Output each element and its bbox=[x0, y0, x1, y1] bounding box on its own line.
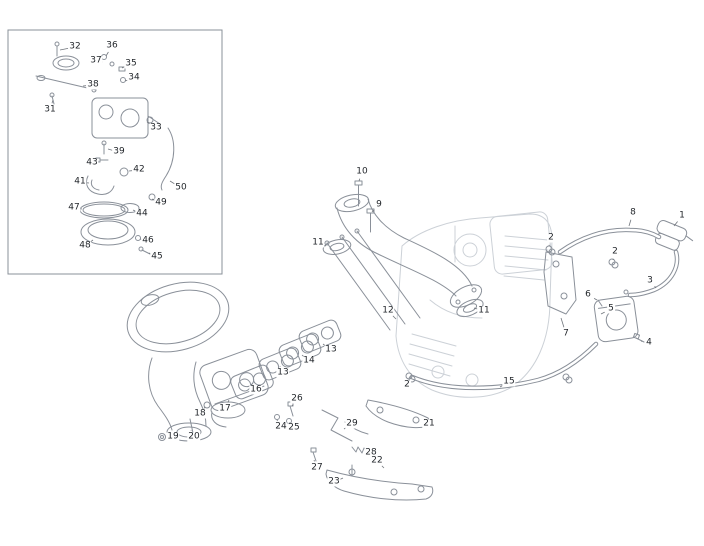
leader-line bbox=[358, 178, 361, 182]
leader-line bbox=[423, 418, 426, 421]
leader-line bbox=[324, 245, 327, 247]
leader-line bbox=[301, 354, 304, 357]
manifold-gasket-lower bbox=[456, 298, 484, 318]
leader-line bbox=[148, 252, 151, 255]
leader-line bbox=[654, 286, 657, 289]
leader-line bbox=[132, 209, 136, 212]
leader-line bbox=[381, 465, 385, 469]
leader-line bbox=[673, 221, 678, 227]
leader-line bbox=[600, 311, 605, 315]
leader-line bbox=[169, 180, 176, 185]
leader-line bbox=[392, 315, 397, 320]
leader-line bbox=[146, 121, 151, 125]
elbow-hardware bbox=[158, 401, 211, 441]
leader-line bbox=[343, 427, 347, 430]
pump-bracket bbox=[543, 251, 577, 315]
fuel-hose-filter-outlet bbox=[627, 249, 680, 298]
inset-carburetor-detail bbox=[7, 29, 223, 275]
leader-line bbox=[105, 51, 109, 57]
leader-line bbox=[250, 383, 252, 385]
leader-line bbox=[151, 198, 155, 201]
control-bracket bbox=[325, 464, 434, 501]
fuel-hose-long bbox=[409, 341, 599, 391]
leader-line bbox=[371, 209, 375, 213]
inset-border bbox=[7, 29, 223, 275]
leader-line bbox=[90, 239, 94, 243]
leader-line bbox=[107, 148, 113, 151]
leader-line bbox=[628, 219, 632, 227]
leader-line bbox=[227, 399, 230, 403]
air-cleaner-housing bbox=[126, 281, 230, 353]
leader-line bbox=[313, 459, 315, 462]
leader-line bbox=[124, 79, 128, 82]
leader-line bbox=[203, 406, 206, 409]
intake-manifold bbox=[334, 193, 483, 308]
fuel-pump bbox=[593, 289, 639, 343]
manifold-bolts bbox=[354, 180, 375, 233]
leader-line bbox=[291, 404, 294, 407]
pump-bolt bbox=[632, 332, 645, 343]
fuel-hose-pump-to-filter bbox=[557, 227, 662, 255]
leader-line bbox=[473, 307, 478, 310]
inset-carb-parts bbox=[35, 41, 175, 255]
manifold-gasket-upper bbox=[322, 239, 352, 255]
leader-line bbox=[499, 385, 504, 388]
leader-line bbox=[121, 66, 125, 69]
leader-line bbox=[322, 343, 326, 347]
leader-line bbox=[560, 317, 565, 328]
leader-line bbox=[593, 298, 598, 301]
governor-arm bbox=[365, 399, 433, 429]
leader-line bbox=[340, 477, 344, 480]
leader-line bbox=[59, 48, 69, 51]
leader-line bbox=[276, 419, 278, 422]
leader-line bbox=[51, 99, 54, 104]
